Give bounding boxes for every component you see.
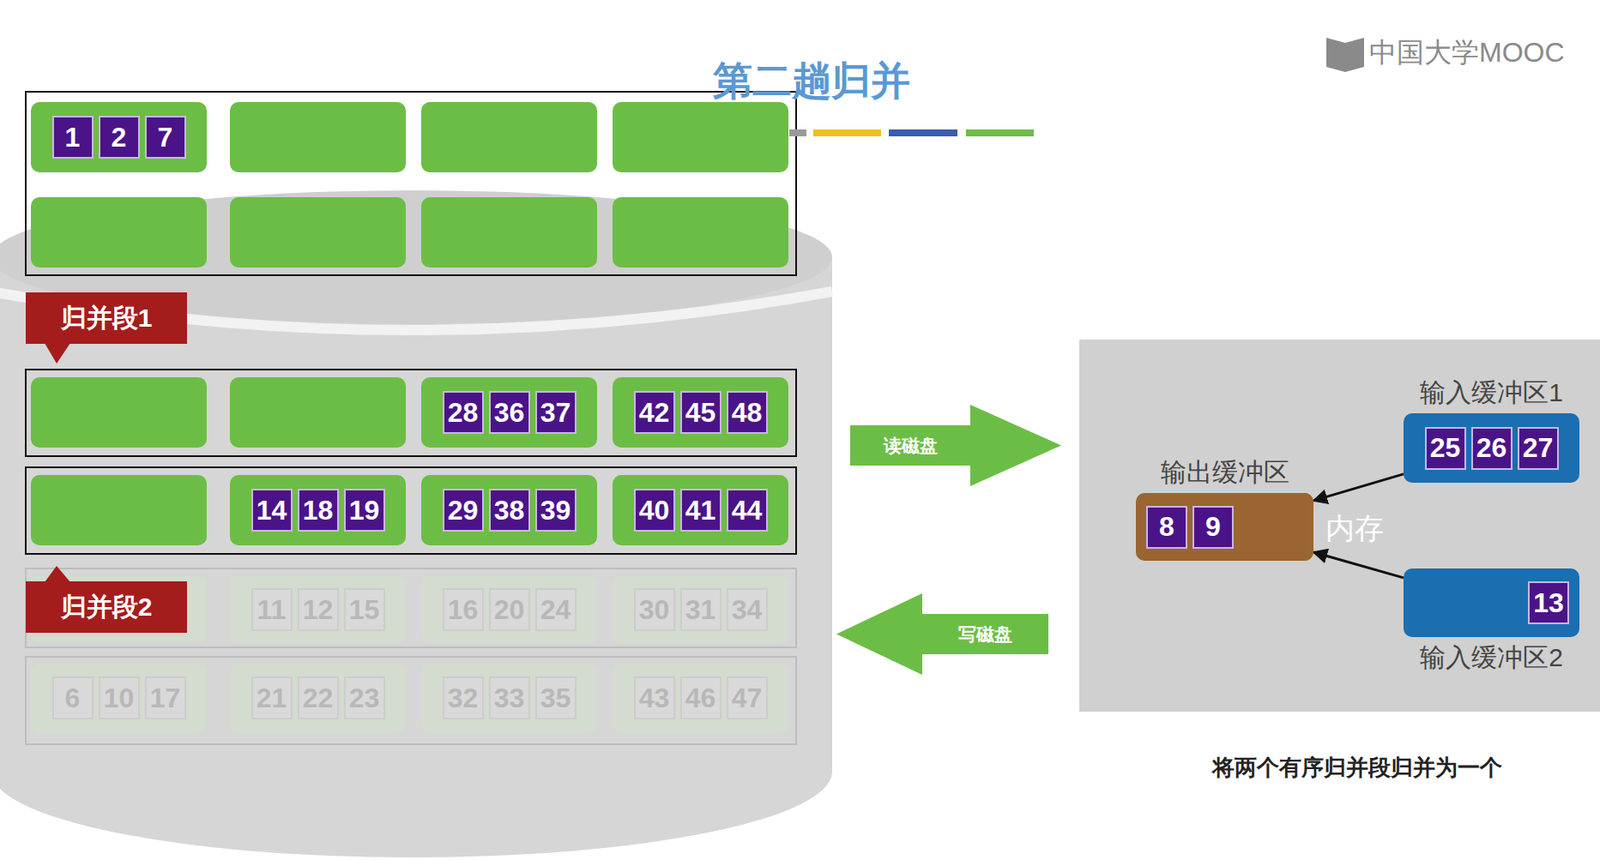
io-arrow: 读磁盘 <box>850 404 1062 487</box>
faded-block: 162024 <box>421 574 598 646</box>
disk-cylinder <box>0 190 833 858</box>
key-number: 37 <box>535 391 577 435</box>
faded-block: 111215 <box>229 574 406 646</box>
key-number: 19 <box>344 489 386 532</box>
key-number: 10 <box>98 676 140 720</box>
memory-region: 内存输入缓冲区1252627输出缓冲区8913输入缓冲区2 <box>1079 339 1600 713</box>
key-number: 8 <box>1146 506 1188 550</box>
key-number: 32 <box>442 676 484 720</box>
run-block: 293839 <box>421 475 598 546</box>
run-block: 404144 <box>612 475 789 546</box>
tag-pointers <box>44 343 71 583</box>
key-number: 21 <box>251 676 293 720</box>
key-number: 7 <box>144 115 187 159</box>
buffer-box: 252627 <box>1403 413 1580 484</box>
key-number: 2 <box>98 115 140 159</box>
run-block: 127 <box>30 102 207 173</box>
faded-block: 323335 <box>421 663 598 734</box>
faded-block: 303134 <box>612 574 789 646</box>
key-number: 46 <box>680 676 722 720</box>
key-number: 9 <box>1192 506 1234 550</box>
key-number: 13 <box>1527 581 1570 625</box>
key-number: 44 <box>726 489 768 532</box>
key-number: 11 <box>251 588 293 632</box>
key-number: 42 <box>633 391 676 435</box>
key-number: 30 <box>633 588 676 632</box>
key-number: 1 <box>52 115 94 159</box>
key-number: 14 <box>251 489 293 532</box>
row-outlines <box>25 91 797 745</box>
memory-label: 内存 <box>1325 509 1384 550</box>
key-number: 31 <box>680 588 722 632</box>
segment-tag: 归并段1 <box>25 292 188 345</box>
key-number: 35 <box>535 676 577 720</box>
progress-bars <box>789 129 1034 137</box>
segment-tag: 归并段2 <box>25 581 188 634</box>
key-number: 18 <box>297 489 339 532</box>
key-number: 28 <box>442 391 484 435</box>
key-number: 25 <box>1424 427 1467 471</box>
faded-block: 212223 <box>229 663 406 734</box>
key-number: 33 <box>489 676 531 720</box>
connector <box>1313 552 1404 579</box>
buffer-label: 输出缓冲区 <box>1135 455 1314 490</box>
key-number: 36 <box>489 391 531 435</box>
io-arrow: 写磁盘 <box>836 593 1049 676</box>
buffer: 13 输入缓冲区2 <box>1403 568 1580 676</box>
run-block: 283637 <box>421 377 598 448</box>
arrow-shape <box>836 593 1049 676</box>
buffer: 输入缓冲区1252627 <box>1403 375 1580 484</box>
run-block: 424548 <box>612 377 789 448</box>
arrow-polygon <box>850 404 1062 487</box>
key-number: 48 <box>726 391 768 435</box>
tag-text: 归并段1 <box>60 301 153 337</box>
key-number: 43 <box>633 676 676 720</box>
key-number: 24 <box>535 588 577 632</box>
run-block: 141819 <box>229 475 406 546</box>
logo-text: 中国大学MOOC <box>1369 34 1565 73</box>
faded-block: 434647 <box>612 663 789 734</box>
connector <box>1313 474 1404 502</box>
key-number: 12 <box>297 588 339 632</box>
key-number: 15 <box>344 588 386 632</box>
key-number: 16 <box>442 588 484 632</box>
buffer-box: 13 <box>1403 568 1580 638</box>
key-number: 6 <box>52 676 94 720</box>
arrow-label: 读磁盘 <box>850 404 971 487</box>
key-number: 41 <box>680 489 722 532</box>
key-number: 22 <box>297 676 339 720</box>
caption: 将两个有序归并段归并为一个 <box>1212 753 1503 784</box>
buffer-label: 输入缓冲区1 <box>1403 375 1580 411</box>
buffer-box: 89 <box>1135 493 1314 562</box>
key-number: 20 <box>489 588 531 632</box>
buffer-label: 输入缓冲区2 <box>1403 640 1580 676</box>
key-number: 45 <box>680 391 722 435</box>
key-number: 29 <box>442 489 484 532</box>
key-number: 40 <box>633 489 676 532</box>
key-number: 39 <box>535 489 577 532</box>
arrow-polygon <box>836 593 1049 676</box>
logo-icon <box>1326 37 1365 73</box>
arrow-shape <box>850 404 1062 487</box>
faded-block: 61017 <box>30 663 207 734</box>
key-number: 34 <box>726 588 768 632</box>
key-number: 27 <box>1517 427 1559 471</box>
buffer: 输出缓冲区89 <box>1135 455 1314 562</box>
key-number: 47 <box>726 676 768 720</box>
title: 第二趟归并 <box>712 54 911 109</box>
arrow-label: 写磁盘 <box>922 593 1049 676</box>
key-number: 26 <box>1471 427 1513 471</box>
empty-blocks <box>30 102 789 644</box>
tag-text: 归并段2 <box>60 590 153 626</box>
key-number: 23 <box>344 676 386 720</box>
key-number: 38 <box>489 489 531 532</box>
key-number: 17 <box>144 676 187 720</box>
memory-panel <box>1079 339 1600 713</box>
